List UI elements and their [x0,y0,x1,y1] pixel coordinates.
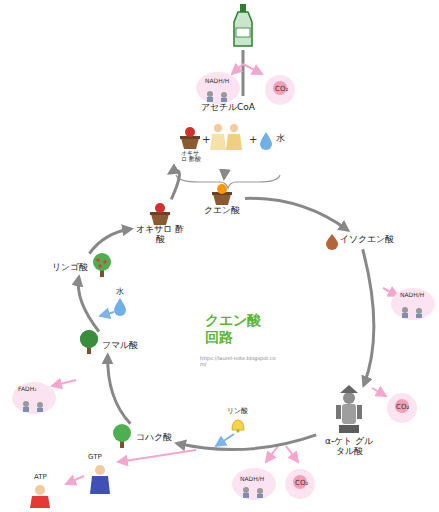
annotation-label: ATP [34,474,47,482]
metabolite-name: リンゴ酸 [52,262,88,272]
metabolite-node: フマル酸 [76,334,140,352]
annotation-label: FADH₂ [18,386,37,393]
cycle-arrow [177,435,316,450]
diagram-title: クエン酸 回路 [205,312,269,346]
cycle-arrow [245,198,348,230]
annotation-label: 水 [116,288,124,297]
annotation-label: GTP [88,454,102,462]
metabolite-name: イソクエン酸 [340,234,394,244]
metabolite-name: オキサロ 酢酸 [136,224,184,245]
annotation-label: NADH/H [240,476,264,483]
metabolite-node: α-ケト グルタル酸 [319,388,379,459]
cycle-arrow [108,355,131,423]
metabolite-node: アセチルCoA [172,100,284,174]
cycle-arrow [363,249,374,385]
metabolite-name: クエン酸 [204,205,240,215]
annotation-label: + [202,134,210,145]
annotation-label: + [249,134,257,145]
metabolite-name: フマル酸 [102,340,138,350]
annotation-label: リン酸 [227,408,248,416]
annotation-label: CO₂ [295,480,308,488]
metabolite-name: α-ケト グルタル酸 [321,436,377,457]
cycle-arrow [223,173,227,178]
cycle-arrow [89,229,131,254]
metabolite-name: アセチルCoA [174,102,282,112]
metabolite-node: クエン酸 [202,181,242,217]
metabolite-name: コハク酸 [136,432,172,442]
annotation-label: NADH/H [205,78,229,85]
annotation-label: CO₂ [396,404,409,412]
metabolite-node: オキサロ 酢酸 [134,202,186,247]
annotation-label: CO₂ [275,86,288,94]
cycle-arrow [169,170,179,199]
metabolite-node: リンゴ酸 [50,256,112,274]
annotation-label: オキサロ 酢酸 [181,150,203,162]
metabolite-node: イソクエン酸 [324,232,396,246]
annotation-label: https://laurel-note.blogspot.com/ [200,356,276,367]
annotation-label: 水 [276,134,285,144]
metabolite-node: コハク酸 [108,426,174,444]
annotation-label: NADH/H [400,292,424,299]
cycle-arrow [78,277,99,331]
